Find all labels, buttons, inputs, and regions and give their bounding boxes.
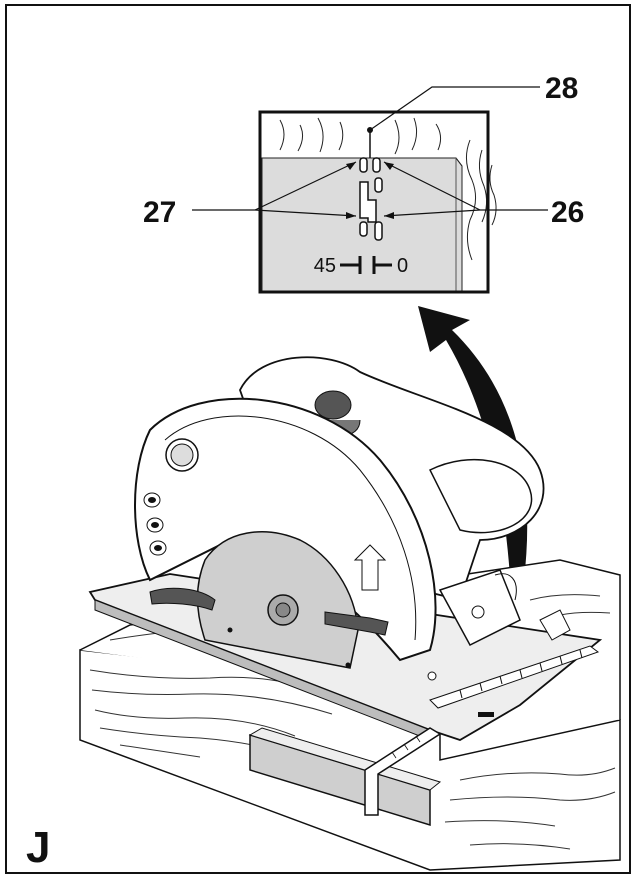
scale-45-label: 45 (314, 255, 336, 277)
bevel-scale: 45 0 (314, 255, 408, 277)
blade-guard (134, 397, 437, 662)
figure-letter: J (26, 823, 50, 872)
notch-left (359, 157, 368, 173)
guide-rail (364, 727, 442, 816)
scale-0-label: 0 (397, 255, 408, 277)
circular-saw (134, 356, 571, 681)
parallel-guide (248, 727, 442, 827)
callout-26: 26 (551, 196, 584, 229)
callout-leaders (192, 86, 548, 217)
zoom-arrow (418, 306, 528, 690)
notch-right (372, 157, 381, 173)
magnified-inset: 45 0 (258, 110, 497, 294)
callout-27: 27 (143, 196, 176, 229)
callout-28: 28 (545, 72, 578, 105)
